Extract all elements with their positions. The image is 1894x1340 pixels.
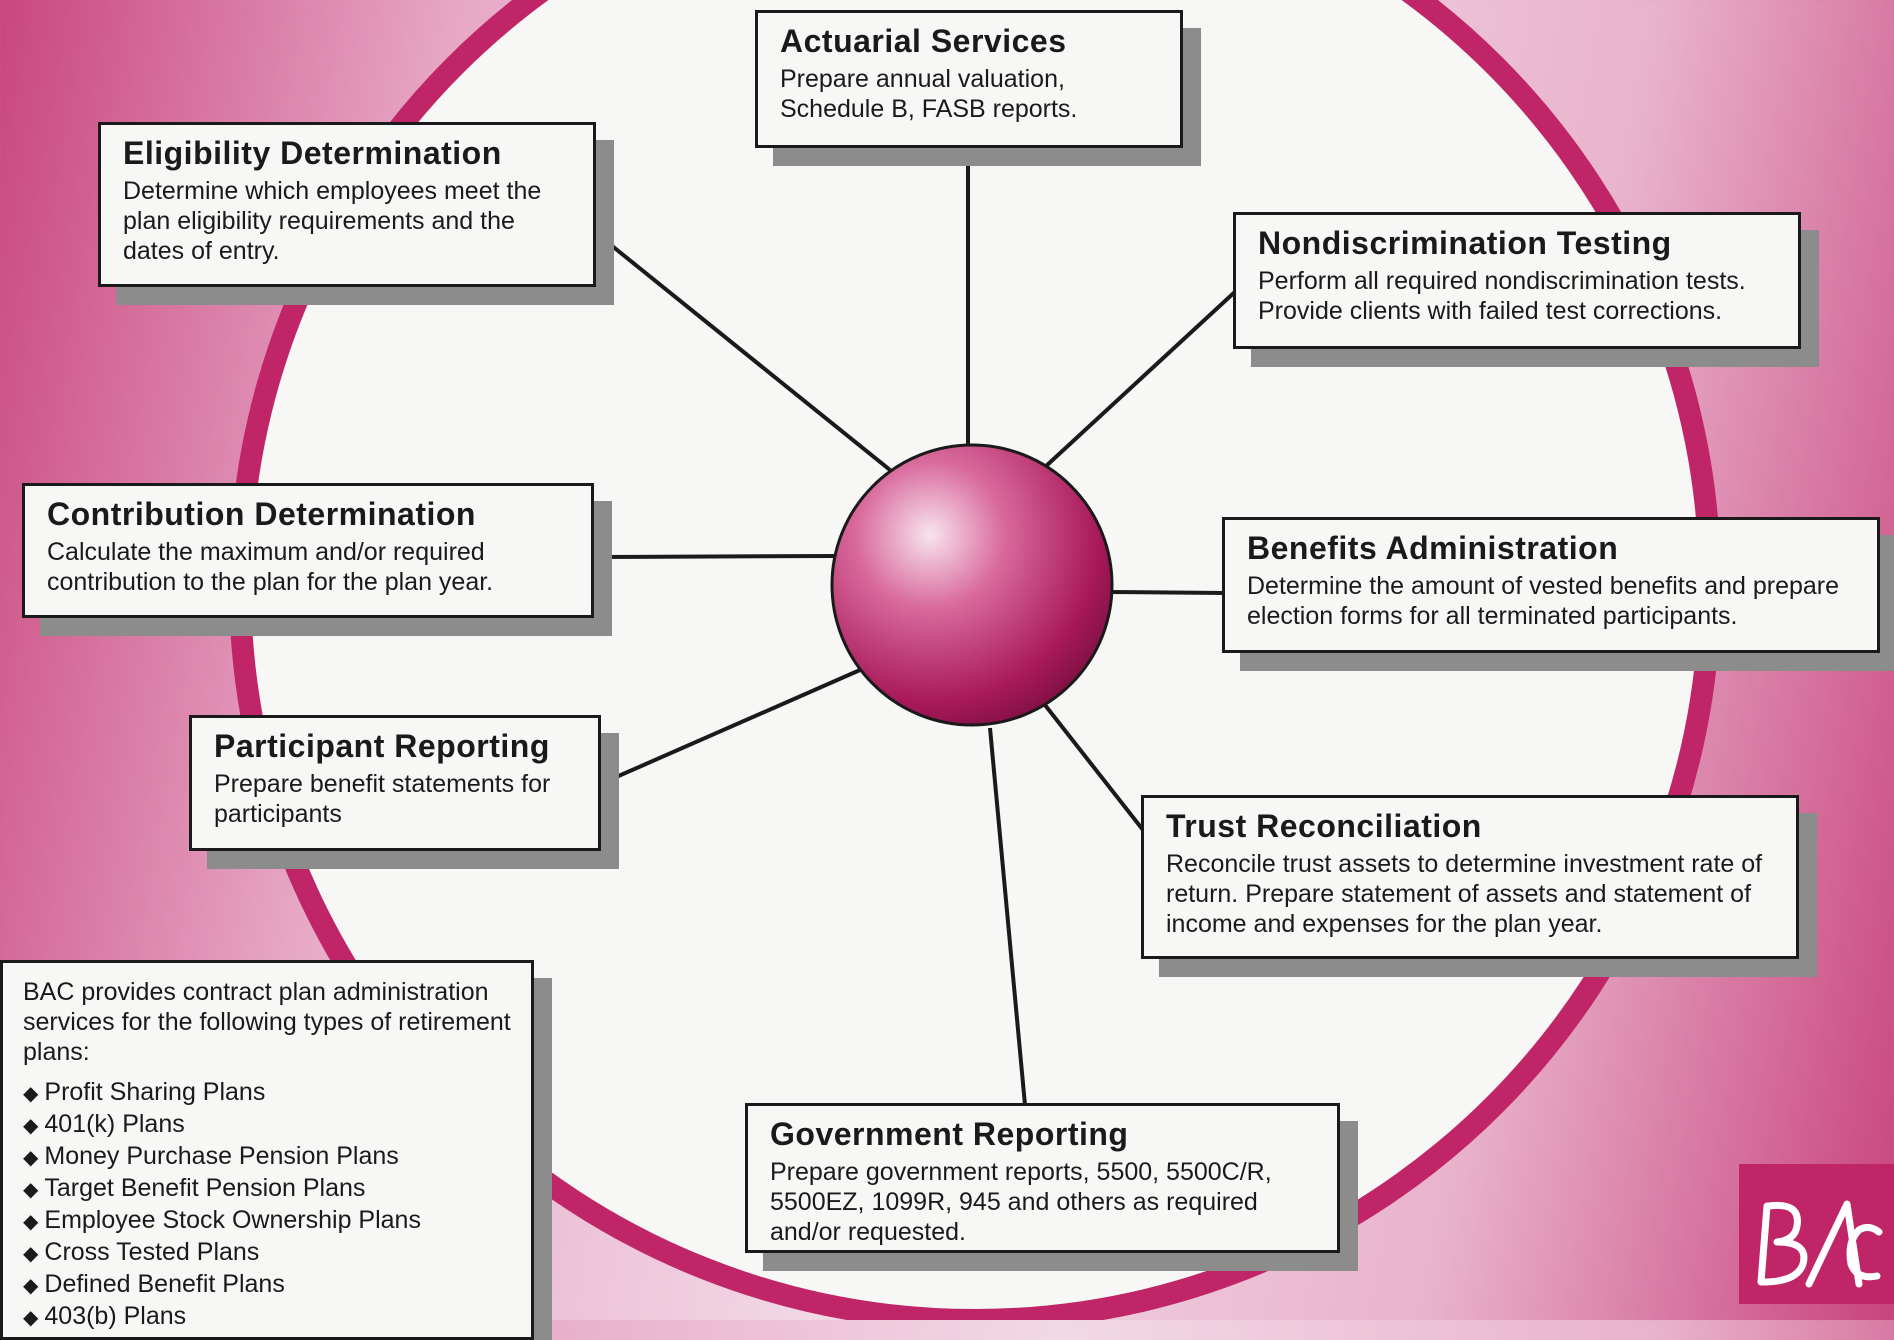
government-reporting-desc: Prepare government reports, 5500, 5500C/… — [770, 1158, 1272, 1246]
line-eligibility — [594, 231, 892, 472]
bac-logo-icon — [1757, 1200, 1883, 1288]
plan-type-item: ◆Defined Benefit Plans — [23, 1270, 285, 1298]
eligibility-determination-desc: Determine which employees meet the plan … — [123, 177, 542, 265]
line-benefits — [1109, 590, 1226, 595]
participant-reporting-desc: Prepare benefit statements for participa… — [214, 770, 551, 828]
actuarial-services-title: Actuarial Services — [780, 23, 1067, 59]
bac-logo — [1739, 1164, 1894, 1304]
line-nondiscrimination — [1043, 288, 1239, 469]
benefits-administration-desc: Determine the amount of vested benefits … — [1247, 572, 1840, 630]
government-reporting-title: Government Reporting — [770, 1116, 1129, 1152]
participant-reporting-box: Participant Reporting Prepare benefit st… — [189, 715, 601, 851]
actuarial-services-box: Actuarial Services Prepare annual valuat… — [755, 10, 1183, 148]
trust-reconciliation-title: Trust Reconciliation — [1166, 808, 1482, 844]
diamond-bullet-icon: ◆ — [23, 1211, 39, 1233]
nondiscrimination-testing-box: Nondiscrimination Testing Perform all re… — [1233, 212, 1801, 349]
plan-type-item: ◆401(k) Plans — [23, 1110, 185, 1138]
diamond-bullet-icon: ◆ — [23, 1307, 39, 1329]
benefits-administration-title: Benefits Administration — [1247, 530, 1619, 566]
connector-lines — [592, 148, 1239, 1106]
line-participant — [597, 668, 861, 787]
nondiscrimination-testing-desc: Perform all required nondiscrimination t… — [1258, 267, 1746, 325]
line-trust — [1043, 703, 1145, 832]
diamond-bullet-icon: ◆ — [23, 1275, 39, 1297]
plan-type-item: ◆Target Benefit Pension Plans — [23, 1174, 366, 1202]
line-contribution — [592, 554, 836, 559]
actuarial-services-desc: Prepare annual valuation, Schedule B, FA… — [780, 65, 1078, 123]
plan-type-item: ◆Money Purchase Pension Plans — [23, 1142, 399, 1170]
line-government — [988, 727, 1027, 1106]
government-reporting-box: Government Reporting Prepare government … — [745, 1103, 1340, 1253]
plan-type-item: ◆403(b) Plans — [23, 1302, 187, 1330]
trust-reconciliation-box: Trust Reconciliation Reconcile trust ass… — [1141, 795, 1799, 959]
plan-types-info-box: BAC provides contract plan administratio… — [0, 960, 534, 1340]
center-sphere — [830, 443, 1114, 727]
plan-type-item: ◆Employee Stock Ownership Plans — [23, 1206, 421, 1234]
plan-type-item: ◆Cross Tested Plans — [23, 1238, 260, 1266]
plan-types-intro: BAC provides contract plan administratio… — [23, 978, 511, 1066]
diamond-bullet-icon: ◆ — [23, 1179, 39, 1201]
participant-reporting-title: Participant Reporting — [214, 728, 550, 764]
diamond-bullet-icon: ◆ — [23, 1083, 39, 1105]
plan-type-item: ◆Profit Sharing Plans — [23, 1078, 266, 1106]
eligibility-determination-title: Eligibility Determination — [123, 135, 502, 171]
eligibility-determination-box: Eligibility Determination Determine whic… — [98, 122, 596, 287]
contribution-determination-desc: Calculate the maximum and/or required co… — [47, 538, 494, 596]
diamond-bullet-icon: ◆ — [23, 1243, 39, 1265]
diamond-bullet-icon: ◆ — [23, 1147, 39, 1169]
nondiscrimination-testing-title: Nondiscrimination Testing — [1258, 225, 1672, 261]
diamond-bullet-icon: ◆ — [23, 1115, 39, 1137]
benefits-administration-box: Benefits Administration Determine the am… — [1222, 517, 1880, 653]
trust-reconciliation-desc: Reconcile trust assets to determine inve… — [1166, 850, 1763, 938]
plan-types-list: ◆Profit Sharing Plans ◆401(k) Plans ◆Mon… — [23, 1077, 511, 1333]
contribution-determination-title: Contribution Determination — [47, 496, 476, 532]
contribution-determination-box: Contribution Determination Calculate the… — [22, 483, 594, 618]
